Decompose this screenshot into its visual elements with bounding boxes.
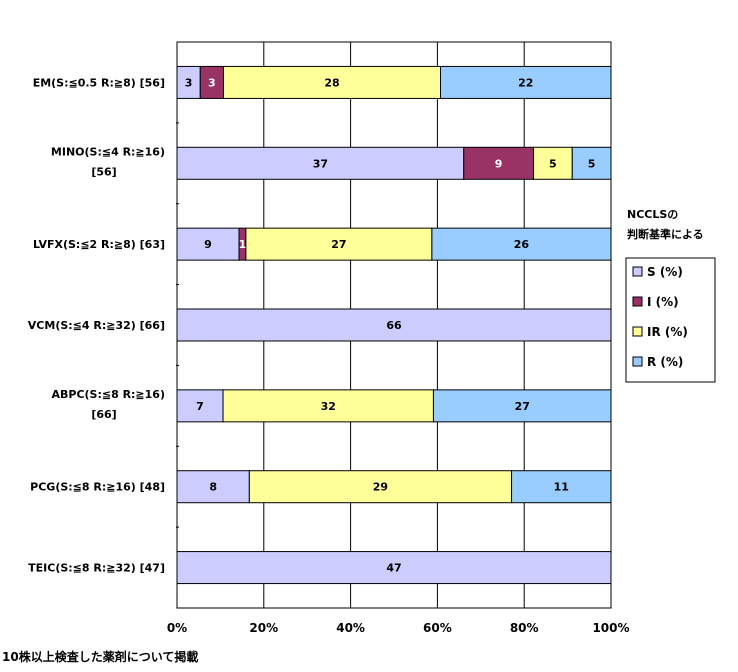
category-label: LVFX(S:≦2 R:≧8) [63] [33,238,165,251]
data-label: 3 [208,76,216,89]
bar-segment [176,308,612,342]
bar-series: 3 3 28 22 37 9 5 5 9 1 27 26 66 7 32 27 8 29 11 47 [176,65,612,585]
legend-swatch [632,356,643,367]
data-label: 26 [514,238,530,251]
category-label: ABPC(S:≦8 R:≧16) [51,388,165,401]
footnote: 10株以上検査した薬剤について掲載 [2,650,199,664]
legend-item-label: I (%) [647,295,679,309]
data-label: 22 [518,76,533,89]
category-label: VCM(S:≦4 R:≧32) [66] [28,319,165,332]
data-label: 29 [373,481,388,494]
bar-segment [432,389,612,423]
bar-segment [571,146,612,180]
bar-segment [511,470,612,504]
x-tick-label: 60% [423,621,452,635]
legend-title: NCCLSの [627,208,678,221]
data-label: 27 [331,238,346,251]
data-label: 27 [515,400,530,413]
data-label: 8 [209,481,217,494]
data-label: 47 [386,562,401,575]
category-label: PCG(S:≦8 R:≧16) [48] [30,481,165,494]
legend-swatch [632,326,643,337]
data-label: 1 [239,238,247,251]
bar-segment [248,470,513,504]
data-label: 11 [554,481,569,494]
data-label: 7 [196,400,204,413]
x-tick-label: 80% [510,621,539,635]
legend-item-label: IR (%) [647,325,688,339]
category-label: EM(S:≦0.5 R:≧8) [56] [33,76,165,89]
bar-segment [533,146,573,180]
bar-segment [431,227,612,261]
category-label: [56] [91,165,116,178]
category-label: [66] [91,408,116,421]
bar-segment [223,65,441,99]
legend-swatch [632,266,643,277]
bar-segment [176,470,250,504]
data-label: 3 [185,76,193,89]
data-label: 9 [495,157,503,170]
category-label: MINO(S:≦4 R:≧16) [51,145,165,158]
bar-segment [176,389,224,423]
bar-segment [245,227,433,261]
category-labels: EM(S:≦0.5 R:≧8) [56] MINO(S:≦4 R:≧16) [56]… [28,76,165,574]
data-label: 37 [313,157,328,170]
x-tick-label: 100% [592,621,629,635]
data-label: 32 [321,400,336,413]
legend-swatch [632,296,643,307]
data-label: 28 [324,76,339,89]
legend-item-label: S (%) [647,265,683,279]
legend-item-label: R (%) [647,355,683,369]
x-tick-labels: 0% 20% 40% 60% 80% 100% [167,621,630,635]
x-tick-label: 20% [249,621,278,635]
category-label: TEIC(S:≦8 R:≧32) [47] [28,562,165,575]
x-tick-label: 40% [336,621,365,635]
bar-segment [176,551,612,585]
bar-segment [440,65,612,99]
bar-segment [463,146,534,180]
data-label: 66 [386,319,402,332]
bar-segment [176,146,465,180]
data-label: 5 [549,157,557,170]
x-tick-label: 0% [167,621,187,635]
data-label: 9 [204,238,212,251]
data-label: 5 [588,157,596,170]
legend-title: 判断基準による [627,227,704,241]
